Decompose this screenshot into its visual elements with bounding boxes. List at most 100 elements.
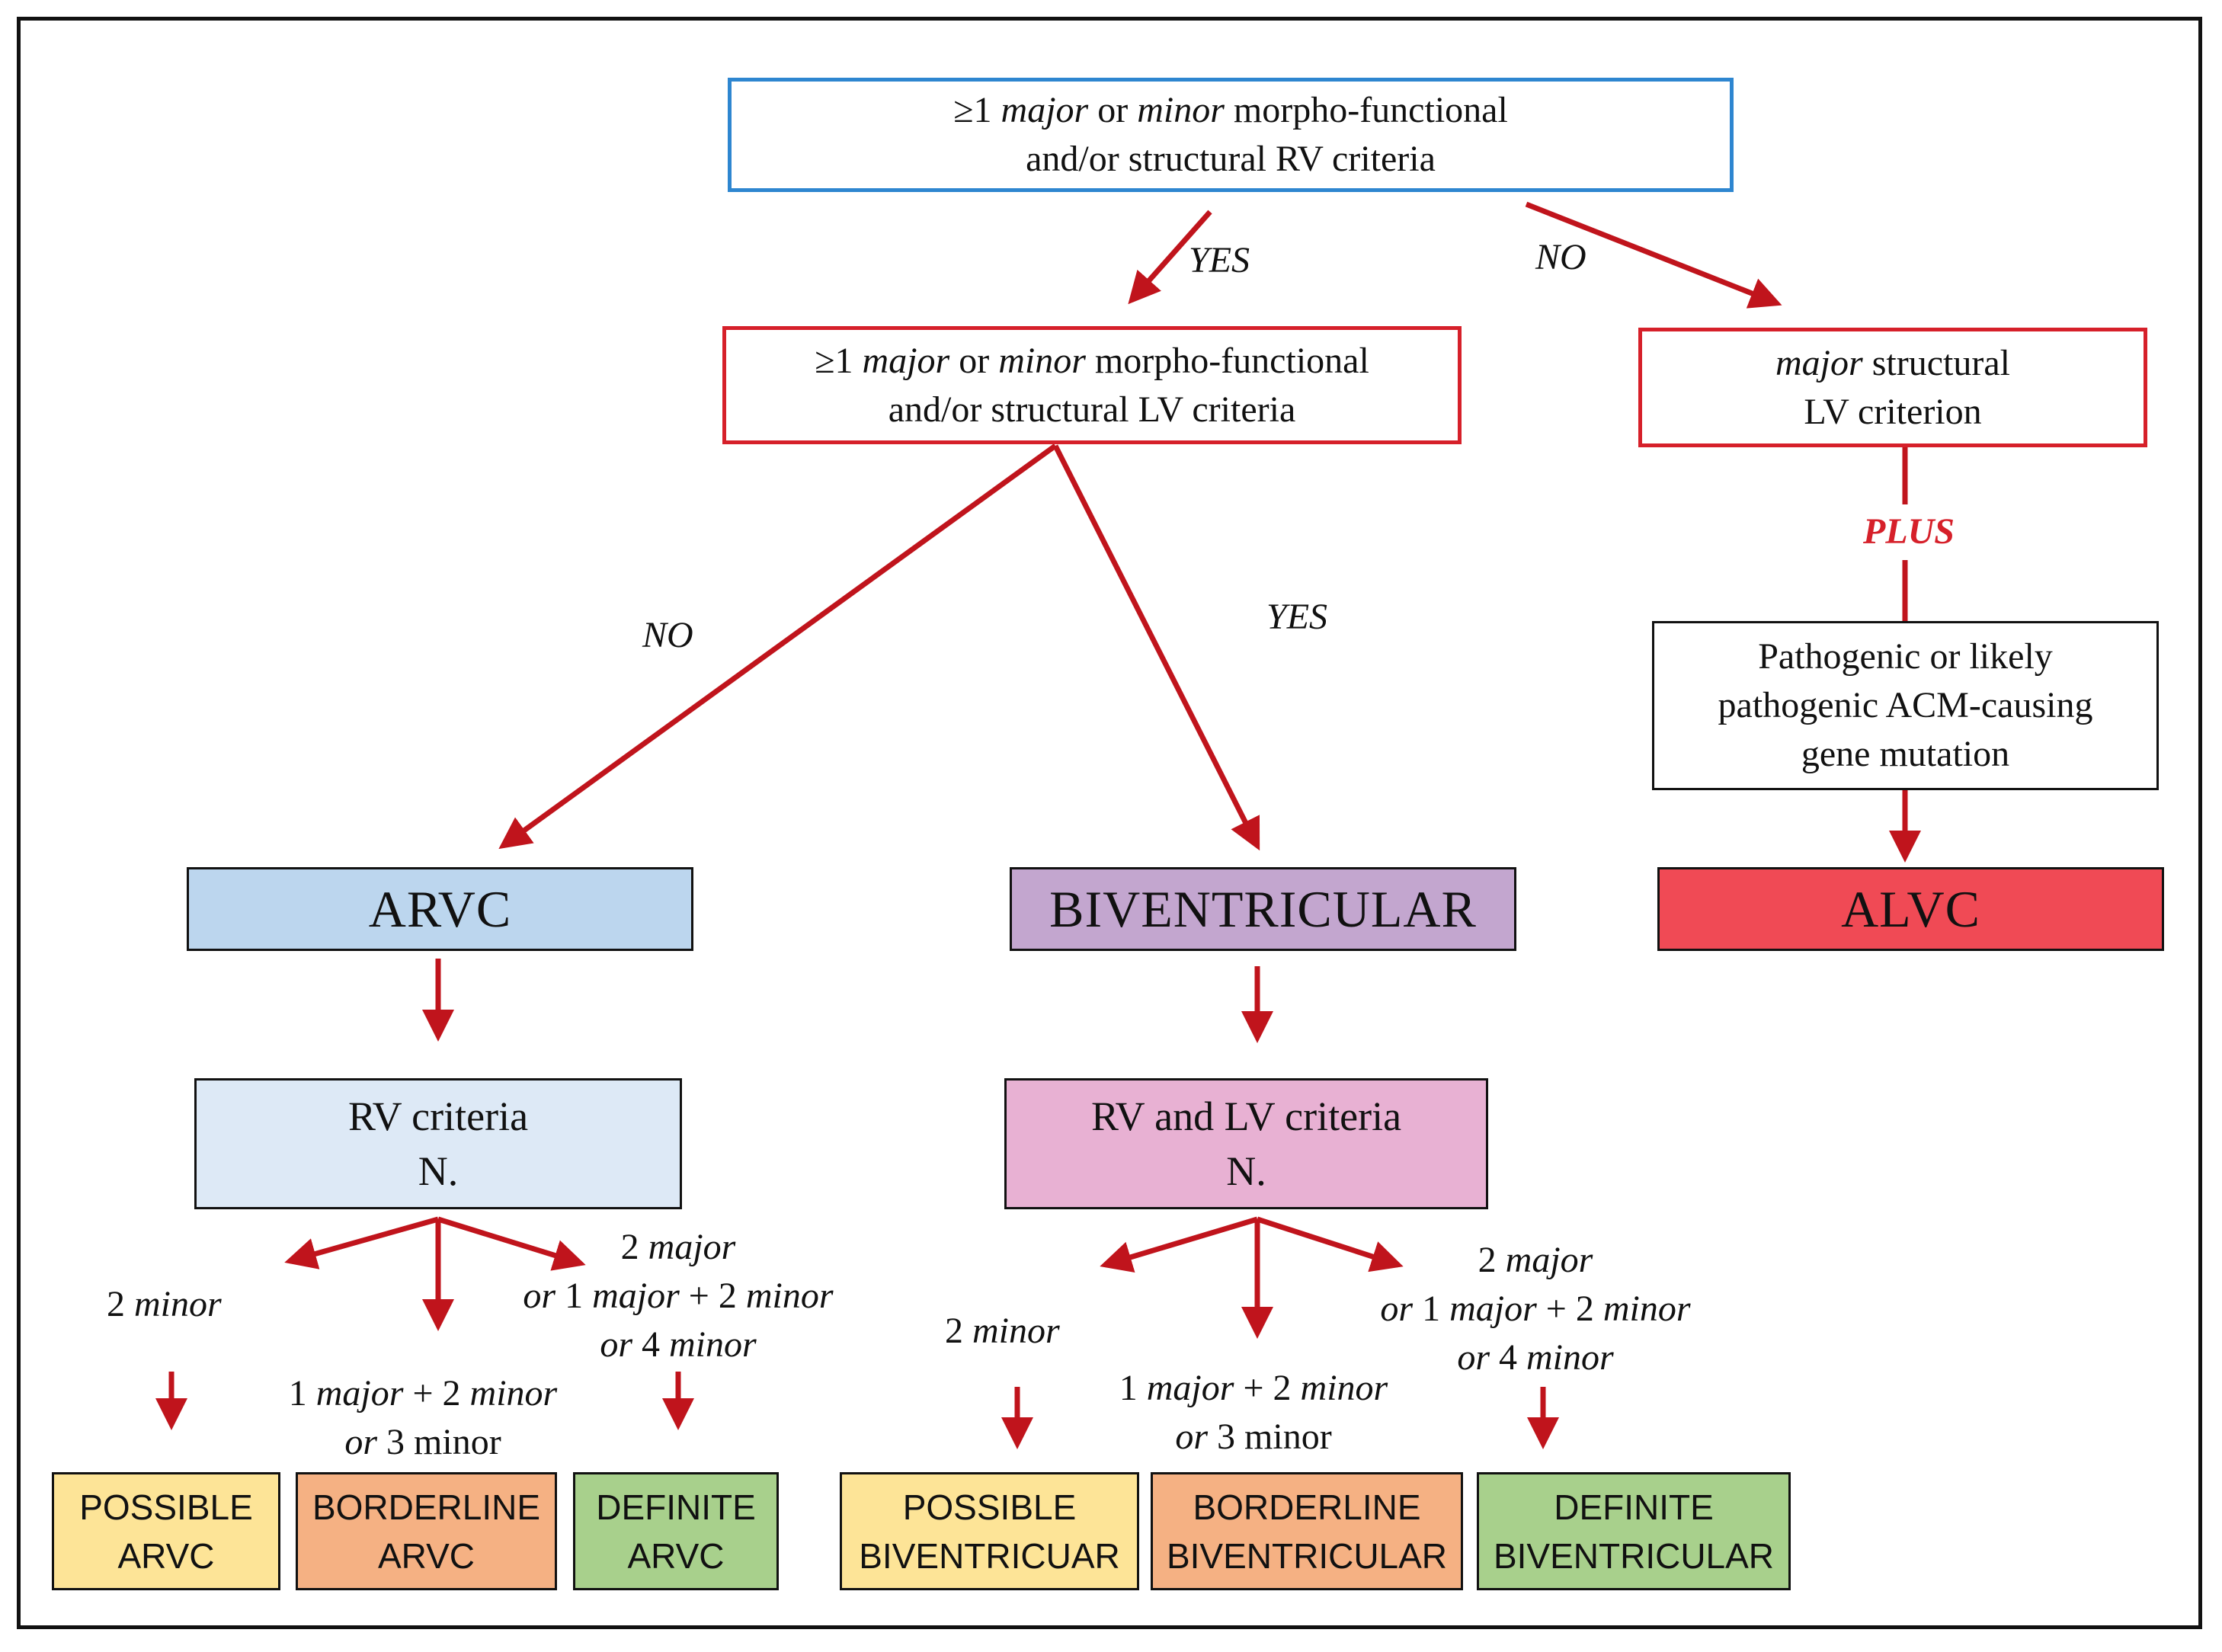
- arvc-def-or2: or: [523, 1276, 556, 1316]
- gene-line1: Pathogenic or likely: [1758, 636, 2053, 677]
- label-yes-right: YES: [1266, 597, 1328, 637]
- borderline-biv-line1: BORDERLINE: [1193, 1487, 1421, 1527]
- biv-bl-major: major: [1146, 1368, 1234, 1408]
- lv-question-line1: ≥1 major or minor morpho-functional: [815, 337, 1369, 386]
- lv-question-box: ≥1 major or minor morpho-functional and/…: [722, 326, 1462, 444]
- label-arvc-borderline: 1 major + 2 minor or 3 minor: [271, 1369, 575, 1467]
- lv-q-post: morpho-functional: [1085, 340, 1369, 381]
- label-no-top: NO: [1535, 237, 1586, 277]
- definite-biv-line1: DEFINITE: [1554, 1487, 1714, 1527]
- biv-def-l2: or 1 major + 2 minor: [1360, 1285, 1711, 1333]
- borderline-biv-line2: BIVENTRICULAR: [1166, 1535, 1448, 1576]
- biv-def-num1: 2: [1478, 1240, 1506, 1280]
- lv-q-minor: minor: [998, 340, 1086, 381]
- lv-q-pre: ≥1: [815, 340, 863, 381]
- major-lv-major: major: [1775, 342, 1863, 383]
- rv-q-or: or: [1088, 90, 1138, 130]
- major-lv-box: major structural LV criterion: [1638, 328, 2147, 447]
- possible-arvc-line1: POSSIBLE: [79, 1487, 253, 1527]
- biv-def-or2: or: [1380, 1289, 1414, 1329]
- arvc-2minor-num: 2: [107, 1284, 134, 1324]
- arvc-borderline-l1: 1 major + 2 minor: [271, 1369, 575, 1418]
- rv-criteria-line2: N.: [418, 1148, 459, 1194]
- label-no-left: NO: [642, 615, 693, 655]
- arrow-rvlv-2minor: [1100, 1216, 1259, 1273]
- arvc-def-major1: major: [648, 1227, 736, 1267]
- biv-bl-minor: minor: [1300, 1368, 1388, 1408]
- biv-def-l3: or 4 minor: [1360, 1333, 1711, 1382]
- definite-biv-line2: BIVENTRICULAR: [1493, 1535, 1775, 1576]
- major-lv-line1: major structural: [1775, 339, 2010, 388]
- biv-def-major1: major: [1505, 1240, 1593, 1280]
- borderline-arvc-line2: ARVC: [378, 1535, 475, 1576]
- arrow-rv-2minor: [284, 1216, 439, 1269]
- label-arvc-2minor: 2 minor: [107, 1280, 222, 1329]
- possible-biv-line1: POSSIBLE: [902, 1487, 1077, 1527]
- rvlv-criteria-line2: N.: [1226, 1148, 1266, 1194]
- biv-bl-num: 1: [1119, 1368, 1147, 1408]
- definite-arvc-box: DEFINITE ARVC: [573, 1472, 779, 1590]
- arvc-def-l2: or 1 major + 2 minor: [503, 1272, 853, 1321]
- borderline-biv-box: BORDERLINE BIVENTRICULAR: [1151, 1472, 1463, 1590]
- arvc-bl-major: major: [315, 1373, 404, 1413]
- arvc-def-minor2: minor: [745, 1276, 834, 1316]
- possible-arvc-box: POSSIBLE ARVC: [52, 1472, 280, 1590]
- rvlv-criteria-box: RV and LV criteria N.: [1004, 1078, 1488, 1209]
- rvlv-criteria-line1: RV and LV criteria: [1090, 1093, 1402, 1139]
- arvc-def-major2: major: [592, 1276, 680, 1316]
- arvc-bl-rest: 3 minor: [377, 1422, 501, 1462]
- lv-q-or: or: [949, 340, 999, 381]
- arvc-2minor-minor: minor: [134, 1284, 222, 1324]
- lv-question-line2: and/or structural LV criteria: [888, 389, 1296, 430]
- biv-bl-rest: 3 minor: [1208, 1417, 1332, 1457]
- outer-border: [17, 17, 2202, 1629]
- arrow-rv-to-lv-yes: [1128, 210, 1212, 305]
- borderline-arvc-line1: BORDERLINE: [312, 1487, 541, 1527]
- rv-question-line1: ≥1 major or minor morpho-functional: [953, 86, 1508, 135]
- gene-line3: gene mutation: [1801, 734, 2010, 774]
- arvc-def-minor3: minor: [669, 1324, 757, 1365]
- label-biv-definite: 2 major or 1 major + 2 minor or 4 minor: [1360, 1236, 1711, 1382]
- biv-2minor-minor: minor: [972, 1311, 1060, 1351]
- arvc-bl-num: 1: [288, 1373, 316, 1413]
- arvc-box: ARVC: [187, 867, 693, 951]
- rv-q-post: morpho-functional: [1224, 90, 1508, 130]
- biv-bl-or: or: [1175, 1417, 1209, 1457]
- rv-q-minor: minor: [1137, 90, 1225, 130]
- biv-def-num2: 1: [1413, 1289, 1450, 1329]
- rv-q-major: major: [1001, 90, 1089, 130]
- arvc-def-num3: 4: [632, 1324, 669, 1365]
- arvc-def-or3: or: [600, 1324, 632, 1365]
- definite-arvc-line1: DEFINITE: [596, 1487, 756, 1527]
- label-arvc-definite: 2 major or 1 major + 2 minor or 4 minor: [503, 1223, 853, 1369]
- arvc-def-num2: 1: [556, 1276, 593, 1316]
- label-plus: PLUS: [1863, 511, 1955, 552]
- biv-def-minor2: minor: [1602, 1289, 1691, 1329]
- biv-def-minor3: minor: [1526, 1337, 1614, 1378]
- biventricular-box: BIVENTRICULAR: [1010, 867, 1516, 951]
- arvc-def-mid2: + 2: [679, 1276, 746, 1316]
- borderline-arvc-box: BORDERLINE ARVC: [296, 1472, 557, 1590]
- major-lv-post: structural: [1862, 342, 2010, 383]
- possible-biv-box: POSSIBLE BIVENTRICUAR: [840, 1472, 1139, 1590]
- rv-criteria-line1: RV criteria: [347, 1093, 529, 1139]
- possible-arvc-line2: ARVC: [117, 1535, 215, 1576]
- biv-borderline-l1: 1 major + 2 minor: [1097, 1364, 1410, 1413]
- definite-biv-box: DEFINITE BIVENTRICULAR: [1477, 1472, 1791, 1590]
- arvc-def-l1: 2 major: [503, 1223, 853, 1272]
- label-biv-borderline: 1 major + 2 minor or 3 minor: [1097, 1364, 1410, 1462]
- arvc-bl-or: or: [344, 1422, 378, 1462]
- arvc-def-num1: 2: [620, 1227, 648, 1267]
- arrow-lv-to-arvc-no: [498, 443, 1058, 850]
- biv-borderline-l2: or 3 minor: [1097, 1413, 1410, 1462]
- arrow-lv-to-biv-yes: [1052, 444, 1260, 851]
- arvc-def-l3: or 4 minor: [503, 1321, 853, 1369]
- arrow-rv-definite: [437, 1216, 586, 1271]
- label-yes-top: YES: [1189, 240, 1250, 280]
- biv-def-or3: or: [1457, 1337, 1490, 1378]
- arvc-bl-minor: minor: [469, 1373, 558, 1413]
- biv-def-num3: 4: [1490, 1337, 1526, 1378]
- biv-bl-mid: + 2: [1234, 1368, 1301, 1408]
